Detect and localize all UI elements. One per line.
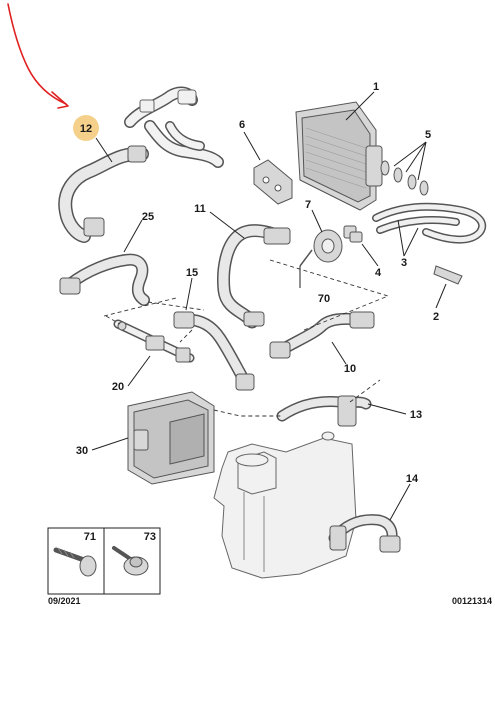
part-20-pipe[interactable] <box>113 319 195 363</box>
part-25-hose[interactable] <box>59 253 150 306</box>
callout-20[interactable]: 20 <box>112 381 124 393</box>
annotation-arrow <box>7 3 69 109</box>
part-11-hose[interactable] <box>217 224 291 329</box>
callout-70[interactable]: 70 <box>318 293 330 305</box>
callout-11[interactable]: 11 <box>194 203 206 215</box>
highlight-badge <box>73 115 99 141</box>
fastener-73-label[interactable]: 73 <box>144 531 156 543</box>
part-1-heater-core[interactable] <box>295 101 383 211</box>
leader-lines <box>91 91 447 521</box>
callout-3[interactable]: 3 <box>401 257 407 269</box>
fastener-71-label[interactable]: 71 <box>84 531 96 543</box>
callout-5[interactable]: 5 <box>425 129 431 141</box>
callout-14[interactable]: 14 <box>406 473 419 485</box>
footer-date: 09/2021 <box>48 596 81 606</box>
callout-10[interactable]: 10 <box>344 363 356 375</box>
callout-7[interactable]: 7 <box>305 199 311 211</box>
callout-15[interactable]: 15 <box>186 267 198 279</box>
assembly-lines <box>103 259 390 417</box>
part-14-hose[interactable] <box>328 514 401 553</box>
part-6-gasket[interactable] <box>253 159 293 205</box>
part-7-valve[interactable] <box>299 225 357 267</box>
callout-13[interactable]: 13 <box>410 409 422 421</box>
screw-73-icon <box>112 546 149 576</box>
callout-4[interactable]: 4 <box>375 267 382 279</box>
callout-2[interactable]: 2 <box>433 311 439 323</box>
part-5-seals[interactable] <box>380 160 429 196</box>
part-3-pipes[interactable] <box>372 202 487 244</box>
callout-25[interactable]: 25 <box>142 211 154 223</box>
part-15-hose[interactable] <box>173 311 255 391</box>
screw-71-icon <box>53 547 97 577</box>
expansion-tank[interactable] <box>213 431 357 579</box>
callout-30[interactable]: 30 <box>76 445 88 457</box>
part-2-sensor[interactable] <box>433 265 463 285</box>
part-13-hose[interactable] <box>276 395 372 427</box>
part-4-clip[interactable] <box>349 231 363 243</box>
part-12-hose[interactable] <box>58 86 224 243</box>
fastener-table: 71 73 <box>47 527 161 595</box>
callout-6[interactable]: 6 <box>239 119 245 131</box>
footer-reference: 00121314 <box>452 596 492 606</box>
part-30-module[interactable] <box>127 391 215 485</box>
callout-labels: 12 1 6 5 3 7 4 2 11 70 10 25 15 20 30 13… <box>76 81 439 485</box>
part-10-hose[interactable] <box>269 311 375 359</box>
callout-12[interactable]: 12 <box>80 123 92 135</box>
callout-1[interactable]: 1 <box>373 81 379 93</box>
